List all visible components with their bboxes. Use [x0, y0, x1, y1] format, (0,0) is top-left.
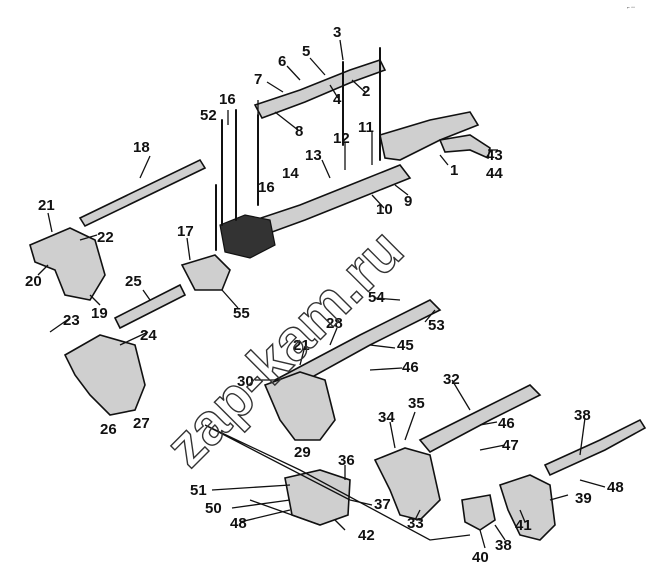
callout-16b: 16 — [258, 179, 275, 196]
callout-30: 30 — [237, 373, 254, 390]
callout-41: 41 — [515, 517, 532, 534]
shift-fork-26 — [63, 334, 146, 416]
callout-53: 53 — [428, 317, 445, 334]
callout-10: 10 — [376, 201, 393, 218]
callout-35: 35 — [408, 395, 425, 412]
callout-6: 6 — [278, 53, 286, 70]
callout-21a: 21 — [38, 197, 55, 214]
callout-23: 23 — [63, 312, 80, 329]
callout-25: 25 — [125, 273, 142, 290]
callout-51: 51 — [190, 482, 207, 499]
callout-48a: 48 — [607, 479, 624, 496]
shaft-line-top — [257, 47, 381, 206]
callout-9: 9 — [404, 193, 412, 210]
left-rod-18 — [78, 158, 207, 228]
upper-right-bracket — [379, 111, 480, 161]
parts-drawing — [29, 47, 647, 541]
watermark: zap-kam.ru — [153, 217, 415, 479]
callout-3: 3 — [333, 24, 341, 41]
callout-39: 39 — [575, 490, 592, 507]
callout-48b: 48 — [230, 515, 247, 532]
callout-18: 18 — [133, 139, 150, 156]
callout-26: 26 — [100, 421, 117, 438]
callout-17: 17 — [177, 223, 194, 240]
callout-labels: 1 2 3 4 5 6 7 8 9 10 11 12 13 14 16 16 1… — [25, 24, 624, 566]
lever-arm-44 — [438, 134, 491, 160]
callout-22: 22 — [97, 229, 114, 246]
callout-44: 44 — [486, 165, 503, 182]
callout-14: 14 — [282, 165, 299, 182]
callout-5: 5 — [302, 43, 310, 60]
callout-19: 19 — [91, 305, 108, 322]
callout-40: 40 — [472, 549, 489, 566]
callout-36: 36 — [338, 452, 355, 469]
callout-47: 47 — [502, 437, 519, 454]
callout-2: 2 — [362, 83, 370, 100]
callout-54: 54 — [368, 289, 385, 306]
leader-lines — [37, 39, 606, 549]
callout-13: 13 — [305, 147, 322, 164]
lower-bracket-43 — [284, 469, 351, 526]
callout-38b: 38 — [495, 537, 512, 554]
callout-8: 8 — [295, 123, 303, 140]
callout-24: 24 — [140, 327, 157, 344]
rod-32 — [418, 384, 542, 454]
callout-43: 43 — [486, 147, 503, 164]
callout-20: 20 — [25, 273, 42, 290]
callout-33: 33 — [407, 515, 424, 532]
bracket-17 — [180, 254, 231, 291]
callout-52: 52 — [200, 107, 217, 124]
callout-37: 37 — [374, 496, 391, 513]
callout-55: 55 — [233, 305, 250, 322]
bracket-39-41 — [461, 494, 496, 531]
callout-27: 27 — [133, 415, 150, 432]
shift-fork-29 — [263, 371, 336, 441]
callout-16a: 16 — [219, 91, 236, 108]
callout-4: 4 — [333, 91, 342, 108]
callout-38a: 38 — [574, 407, 591, 424]
cluster-gear-block — [219, 214, 276, 259]
callout-7: 7 — [254, 71, 262, 88]
callout-45: 45 — [397, 337, 414, 354]
callout-42: 42 — [358, 527, 375, 544]
callout-21b: 21 — [293, 337, 310, 354]
shift-fork-33 — [373, 447, 441, 521]
callout-46b: 46 — [402, 359, 419, 376]
callout-11: 11 — [358, 119, 374, 136]
corner-mark: ⌐ ▫▫ — [627, 5, 635, 11]
callout-12: 12 — [333, 130, 350, 147]
shift-fork-42 — [498, 474, 556, 541]
callout-46a: 46 — [498, 415, 515, 432]
vertical-rod-53 — [215, 109, 237, 251]
rod-38 — [543, 418, 647, 477]
callout-1: 1 — [450, 162, 458, 179]
callout-32: 32 — [443, 371, 460, 388]
rod-24-25 — [113, 283, 187, 330]
callout-50: 50 — [205, 500, 222, 517]
left-fork-bracket — [29, 227, 106, 301]
callout-34: 34 — [378, 409, 395, 426]
callout-28: 28 — [326, 315, 343, 332]
callout-29: 29 — [294, 444, 311, 461]
